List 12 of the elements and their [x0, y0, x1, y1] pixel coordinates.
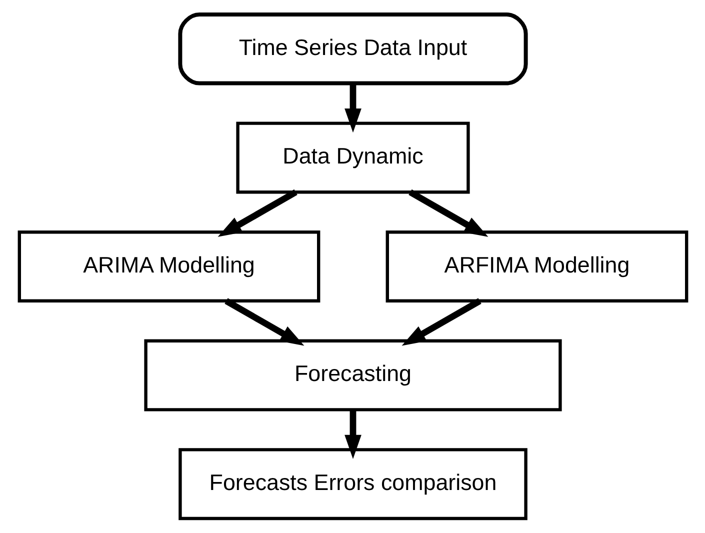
node-box: ARIMA Modelling [17, 230, 320, 302]
arrow [217, 189, 297, 237]
node-box: Forecasting [144, 339, 562, 412]
node-box: Data Dynamic [236, 122, 470, 194]
node-box: ARFIMA Modelling [385, 230, 688, 302]
node-box: Forecasts Errors comparison [178, 448, 527, 520]
arrow [408, 189, 488, 237]
arrow [344, 410, 361, 459]
arrow [401, 298, 481, 346]
arrow [224, 298, 304, 346]
arrow [344, 83, 361, 133]
node-box: Time Series Data Input [178, 12, 528, 86]
